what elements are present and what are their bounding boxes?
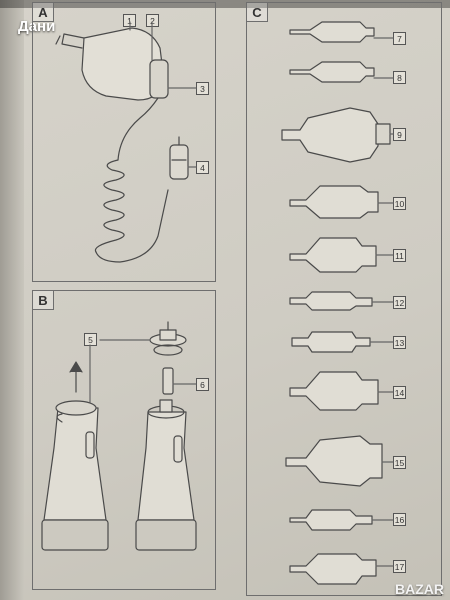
tip-12 <box>289 291 394 311</box>
ref-5: 5 <box>84 333 97 346</box>
ref-16: 16 <box>393 513 406 526</box>
top-shadow-bar <box>0 0 450 8</box>
ref-9: 9 <box>393 128 406 141</box>
tip-10 <box>289 185 394 219</box>
ref-3: 3 <box>196 82 209 95</box>
ref-12: 12 <box>393 296 406 309</box>
tip-7 <box>289 21 394 43</box>
charger-right-standing <box>135 399 197 551</box>
tip-11 <box>289 237 394 273</box>
panel-c: C <box>246 2 442 596</box>
tip-9 <box>281 107 394 163</box>
ref-17: 17 <box>393 560 406 573</box>
ref-7: 7 <box>393 32 406 45</box>
tip-connector-illustration <box>89 321 187 403</box>
pin-adapter-illustration <box>162 367 197 395</box>
ref-11: 11 <box>393 249 406 262</box>
tip-13 <box>291 331 394 353</box>
ref-14: 14 <box>393 386 406 399</box>
watermark: BAZAR <box>395 581 444 597</box>
panel-a: A <box>32 2 216 282</box>
tip-17 <box>289 553 394 585</box>
panel-a-letter: A <box>33 3 54 22</box>
coiled-cable-illustration <box>94 97 169 263</box>
ref-8: 8 <box>393 71 406 84</box>
panel-b: B <box>32 290 216 590</box>
tip-14 <box>289 371 394 411</box>
arrow-up-icon <box>69 361 83 393</box>
panel-c-letter: C <box>247 3 268 22</box>
ref-6: 6 <box>196 378 209 391</box>
listing-title: Дани <box>18 18 56 35</box>
charger-left-standing <box>41 400 109 551</box>
tip-15 <box>285 435 394 487</box>
ref-10: 10 <box>393 197 406 210</box>
tip-16 <box>289 509 394 531</box>
ref-15: 15 <box>393 456 406 469</box>
panel-b-letter: B <box>33 291 54 310</box>
left-paper-edge <box>0 0 24 600</box>
ref-13: 13 <box>393 336 406 349</box>
charger-body-illustration <box>55 21 197 101</box>
tip-8 <box>289 61 394 83</box>
plug-tip-illustration <box>169 136 197 180</box>
ref-4: 4 <box>196 161 209 174</box>
